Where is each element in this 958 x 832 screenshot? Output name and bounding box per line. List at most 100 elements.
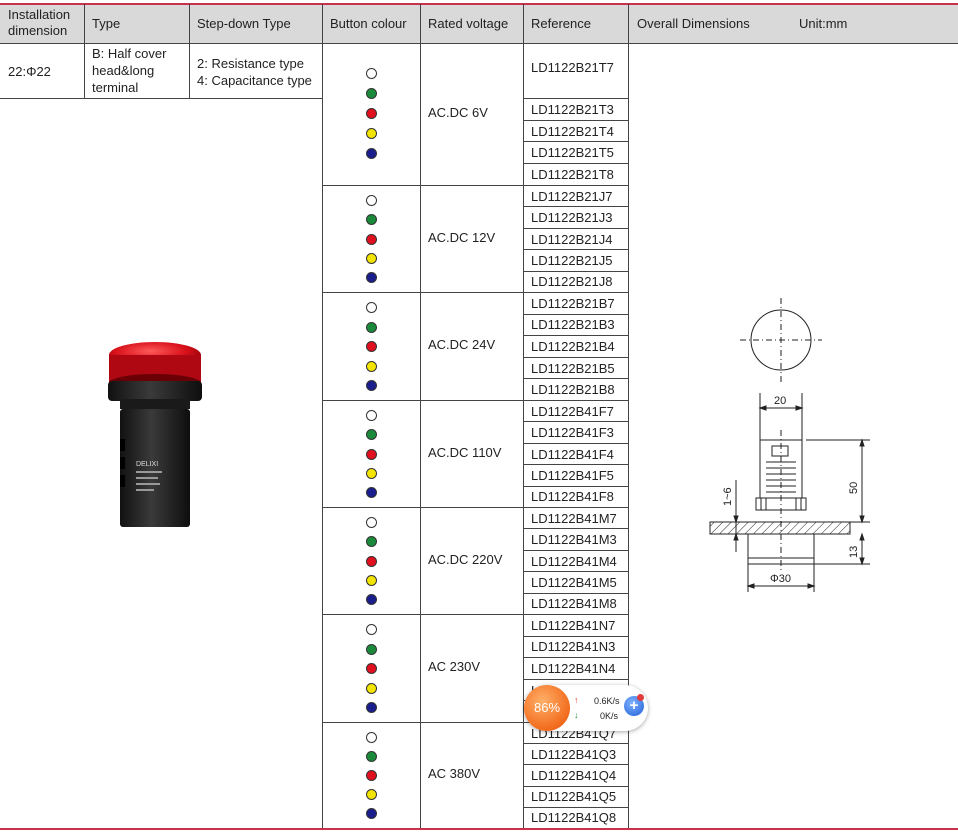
dimension-drawing: 20 50 13 1~6 Φ30 — [709, 298, 870, 592]
red-dot — [366, 448, 377, 460]
group-separator — [322, 507, 628, 508]
stepdown-line-1: 2: Resistance type — [197, 56, 304, 71]
reference-code: LD1122B21J4 — [531, 231, 613, 247]
reference-row-line — [523, 249, 628, 251]
white-dot — [366, 624, 377, 635]
download-arrow-icon: ↓ — [574, 710, 579, 720]
red-dot — [366, 663, 377, 675]
reference-row-line — [523, 270, 628, 272]
header-type: Type — [92, 16, 121, 31]
reference-code: LD1122B41F4 — [531, 446, 614, 462]
white-dot — [366, 195, 377, 206]
reference-code: LD1122B41M7 — [531, 510, 617, 526]
boost-plus-icon[interactable]: + — [624, 696, 644, 716]
header-button-colour: Button colour — [330, 16, 407, 31]
yellow-dot — [366, 360, 377, 372]
header-bottom-line — [0, 43, 958, 44]
reference-code: LD1122B41Q5 — [531, 789, 617, 805]
reference-code: LD1122B21T7 — [531, 60, 614, 75]
reference-code: LD1122B21B7 — [531, 295, 615, 311]
reference-code: LD1122B21B5 — [531, 360, 615, 376]
header-reference: Reference — [531, 16, 591, 31]
stepdown-line-2: 4: Capacitance type — [197, 73, 312, 88]
memory-percent[interactable]: 86% — [524, 685, 570, 731]
col-line-5 — [523, 4, 524, 828]
group-separator — [322, 185, 628, 186]
reference-row-line — [523, 98, 628, 99]
green-dot — [366, 643, 377, 655]
header-unit: Unit:mm — [799, 16, 848, 31]
dim-phi30-label: Φ30 — [770, 573, 791, 585]
reference-code: LD1122B41M8 — [531, 596, 617, 612]
reference-row-line — [523, 806, 628, 808]
product-image: DELIXI — [108, 342, 202, 527]
white-dot — [366, 302, 377, 313]
reference-row-line — [523, 421, 628, 423]
row1-bottom-line — [0, 98, 322, 99]
green-dot — [366, 88, 377, 99]
dim-50-label: 50 — [848, 482, 860, 494]
reference-row-line — [523, 163, 628, 164]
reference-code: LD1122B21B3 — [531, 317, 615, 333]
reference-code: LD1122B21J7 — [531, 188, 613, 204]
reference-code: LD1122B21T5 — [531, 145, 614, 160]
reference-row-line — [523, 549, 628, 551]
header-overall-dimensions: Overall Dimensions — [637, 16, 750, 31]
reference-code: LD1122B41M5 — [531, 574, 617, 590]
group-separator — [322, 722, 628, 723]
red-dot — [366, 770, 377, 782]
blue-dot — [366, 808, 377, 820]
reference-row-line — [523, 635, 628, 637]
green-dot — [366, 429, 377, 441]
network-speed-widget[interactable]: 86% ↑ 0.6K/s ↓ 0K/s + — [524, 685, 648, 731]
reference-row-line — [523, 678, 628, 680]
yellow-dot — [366, 467, 377, 479]
reference-row-line — [523, 464, 628, 466]
white-dot — [366, 68, 377, 79]
blue-dot — [366, 148, 377, 159]
red-dot — [366, 233, 377, 245]
reference-code: LD1122B21B8 — [531, 382, 615, 398]
group-separator — [322, 614, 628, 615]
reference-code: LD1122B41F5 — [531, 467, 614, 483]
yellow-dot — [366, 574, 377, 586]
installation-value: 22:Φ22 — [8, 64, 51, 79]
col-line-1 — [84, 4, 85, 98]
col-line-6 — [628, 4, 629, 828]
blue-dot — [366, 380, 377, 392]
reference-row-line — [523, 356, 628, 358]
reference-code: LD1122B21B4 — [531, 339, 615, 354]
blue-dot — [366, 702, 377, 714]
voltage-label: AC 230V — [428, 659, 481, 674]
reference-code: LD1122B41Q8 — [531, 810, 617, 826]
reference-code: LD1122B41Q4 — [531, 768, 617, 783]
reference-code: LD1122B41F7 — [531, 403, 614, 419]
voltage-label: AC.DC 6V — [428, 105, 488, 120]
upload-arrow-icon: ↑ — [574, 695, 579, 705]
yellow-dot — [366, 682, 377, 694]
voltage-label: AC.DC 12V — [428, 229, 496, 245]
reference-row-line — [523, 743, 628, 745]
reference-row-line — [523, 785, 628, 787]
header-rated-voltage: Rated voltage — [428, 16, 509, 31]
white-dot — [366, 410, 377, 421]
reference-code: LD1122B41N4 — [531, 661, 616, 676]
green-dot — [366, 536, 377, 548]
col-line-2 — [189, 4, 190, 98]
yellow-dot — [366, 252, 377, 264]
header-installation: Installation dimension — [8, 7, 71, 38]
col-line-4 — [420, 4, 421, 828]
green-dot — [366, 321, 377, 333]
upload-speed: 0.6K/s — [594, 696, 620, 706]
dim-20-label: 20 — [774, 395, 786, 407]
yellow-dot — [366, 128, 377, 139]
type-value: B: Half cover head&long terminal — [92, 46, 167, 95]
notification-dot — [637, 694, 644, 701]
reference-row-line — [523, 764, 628, 766]
reference-code: LD1122B21J3 — [531, 210, 613, 226]
yellow-dot — [366, 789, 377, 801]
reference-row-line — [523, 141, 628, 142]
red-dot — [366, 108, 377, 119]
reference-row-line — [523, 485, 628, 487]
reference-code: LD1122B41F3 — [531, 425, 614, 441]
